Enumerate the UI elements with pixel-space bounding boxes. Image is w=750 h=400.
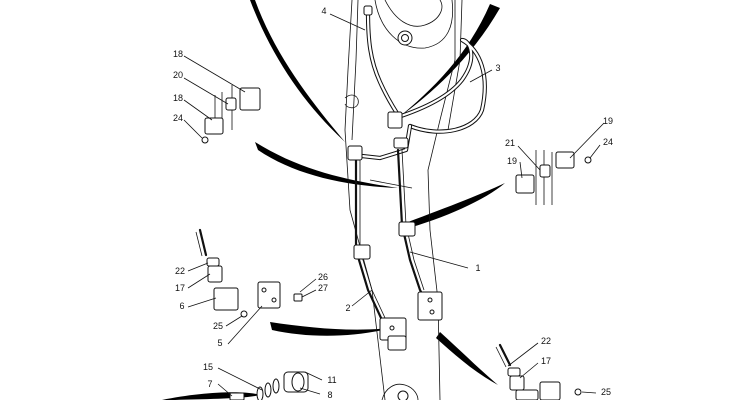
callout-18-top: 18 <box>173 49 183 59</box>
clamp-spacer-right <box>539 164 551 178</box>
callout-22-right: 22 <box>541 336 551 346</box>
clamp-block-upper <box>239 87 261 111</box>
callout-6: 6 <box>179 301 184 311</box>
swoosh-top-right <box>398 4 500 118</box>
callout-3: 3 <box>495 63 500 73</box>
hose-4 <box>363 5 403 121</box>
callout-25-left: 25 <box>213 321 223 331</box>
swoosh-top-left <box>250 0 345 142</box>
boom-pin-hole-bottom <box>397 390 409 400</box>
nut-22-right <box>507 367 521 377</box>
callout-26: 26 <box>318 272 328 282</box>
callout-4: 4 <box>321 6 326 16</box>
cylinder-end <box>291 372 305 392</box>
clamp-block-right-upper <box>555 151 575 169</box>
boom-bottom-curve <box>381 383 419 400</box>
boom-top-curve-2 <box>374 0 454 49</box>
callout-7: 7 <box>207 379 212 389</box>
boom-cross-line <box>369 179 413 189</box>
callout-15: 15 <box>203 362 213 372</box>
callout-24-left: 24 <box>173 113 183 123</box>
leader-lines <box>183 13 605 397</box>
callout-24-right: 24 <box>603 137 613 147</box>
hose-3 <box>359 37 487 161</box>
swoosh-lower-left <box>270 322 392 336</box>
tube-fittings <box>347 111 443 351</box>
detail-clamp-right <box>515 150 592 205</box>
callout-18-bottom: 18 <box>173 93 183 103</box>
callout-17-right: 17 <box>541 356 551 366</box>
bolt-24-right-head <box>584 156 592 164</box>
flange-right-bottom <box>539 381 561 400</box>
tube-1-inner <box>401 149 425 291</box>
bolt-25-head <box>240 310 248 318</box>
bolt-24-head <box>201 136 209 144</box>
callout-19-right: 19 <box>603 116 613 126</box>
boom-top-curve <box>384 0 443 27</box>
callout-2: 2 <box>345 303 350 313</box>
block-fitting-right <box>417 291 443 321</box>
callout-5: 5 <box>217 338 222 348</box>
tube-2-inner <box>359 158 387 321</box>
fitting-17-right <box>509 375 525 391</box>
callout-19-left: 19 <box>507 156 517 166</box>
boom-left-edge <box>344 0 386 400</box>
seal-7 <box>229 392 245 400</box>
callout-1: 1 <box>475 263 480 273</box>
swoosh-bottom-left <box>162 392 260 400</box>
clamp-block-lower <box>204 117 224 135</box>
clamp-top <box>393 137 409 149</box>
block-6 <box>213 287 239 311</box>
detail-clamp-top-left <box>201 85 261 144</box>
callouts: 4 3 1 2 18 20 18 24 21 19 19 24 22 17 6 … <box>173 6 613 400</box>
fitting-17 <box>207 265 223 283</box>
boom-left-edge-inner <box>351 0 359 141</box>
clamp-tube-1 <box>398 221 416 237</box>
flange-5 <box>257 281 281 309</box>
callout-17-left: 17 <box>175 283 185 293</box>
block-fitting-left-2 <box>387 335 407 351</box>
boom-notch <box>344 94 359 109</box>
elbow-fitting-top-left <box>347 145 363 161</box>
block-right-bottom <box>515 389 539 400</box>
clamp-spacer <box>225 97 237 111</box>
o-ring-2 <box>264 382 272 398</box>
o-ring-1 <box>272 378 280 394</box>
bolt-25-right-head <box>574 388 582 396</box>
callout-21: 21 <box>505 138 515 148</box>
detail-fitting-left <box>195 228 303 318</box>
clamp-block-right-lower <box>515 174 535 194</box>
callout-27: 27 <box>318 283 328 293</box>
swoosh-mid-right <box>400 183 505 230</box>
detail-fitting-right <box>495 343 582 400</box>
hose-4-end-fitting <box>363 5 373 16</box>
swoosh-lower-right <box>436 332 498 385</box>
boom-pin-hole-top-inner <box>401 34 409 42</box>
elbow-fitting-top-right <box>387 111 403 129</box>
nut-22 <box>206 257 220 267</box>
boom-right-edge-inner <box>447 0 463 131</box>
detail-cylinder-bottom <box>229 371 309 400</box>
clamp-tube-2 <box>353 244 371 260</box>
detail-swooshes <box>162 0 505 400</box>
callout-8: 8 <box>327 390 332 400</box>
callout-20: 20 <box>173 70 183 80</box>
callout-11: 11 <box>327 375 336 385</box>
o-ring-3 <box>256 386 264 400</box>
callout-22-left: 22 <box>175 266 185 276</box>
washer-27 <box>293 293 303 302</box>
callout-25-right: 25 <box>601 387 611 397</box>
